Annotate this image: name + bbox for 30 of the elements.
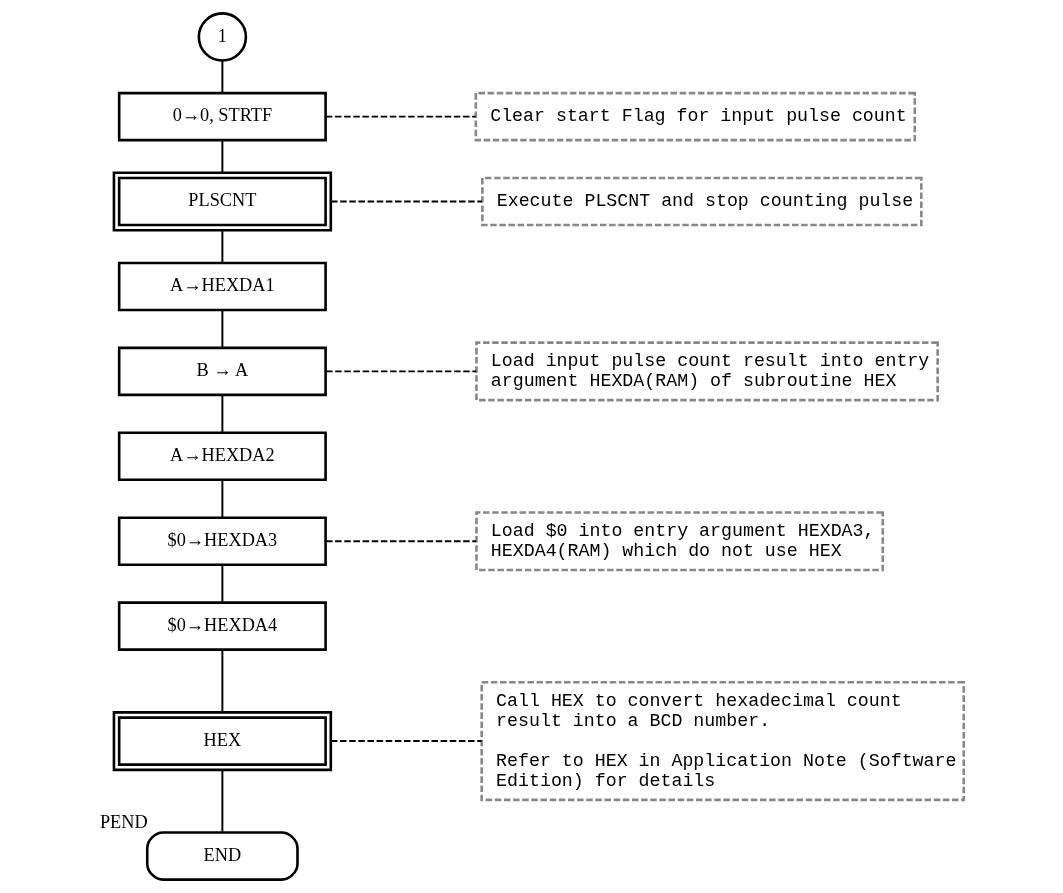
node-label: PEND	[99, 811, 148, 832]
node-box: B → A	[117, 346, 327, 397]
node-box: HEX	[112, 711, 332, 772]
node-box: A→HEXDA2	[117, 431, 327, 482]
node-box: Execute PLSCNT and stop counting pulse	[480, 176, 923, 227]
connector	[329, 200, 483, 203]
connector	[324, 115, 477, 118]
node-box: $0→HEXDA3	[117, 516, 327, 567]
node-box: END	[145, 831, 299, 881]
node-circle: 1	[197, 12, 247, 62]
connector	[220, 309, 223, 349]
node-box: $0→HEXDA4	[117, 601, 327, 651]
node-box: Load input pulse count result into entry argument HEXDA(RAM) of subroutine HEX	[474, 341, 939, 402]
connector	[220, 229, 223, 264]
connector	[220, 59, 223, 94]
node-box: Load $0 into entry argument HEXDA3, HEXDA4(RAM) which do not use HEX	[474, 511, 884, 572]
connector	[324, 370, 477, 373]
connector	[220, 394, 223, 434]
connector	[324, 540, 477, 543]
connector	[220, 139, 223, 174]
connector	[220, 564, 223, 604]
node-box: Call HEX to convert hexadecimal count result into a BCD number. Refer to HEX in Application Note (Software Edition) for details	[479, 681, 965, 802]
connector	[220, 479, 223, 519]
connector	[220, 769, 223, 834]
node-box: A→HEXDA1	[117, 261, 327, 312]
node-box: PLSCNT	[112, 171, 332, 232]
node-box: Clear start Flag for input pulse count	[474, 91, 916, 142]
connector	[329, 740, 483, 743]
node-box: 0→0, STRTF	[117, 91, 327, 142]
connector	[220, 649, 223, 714]
